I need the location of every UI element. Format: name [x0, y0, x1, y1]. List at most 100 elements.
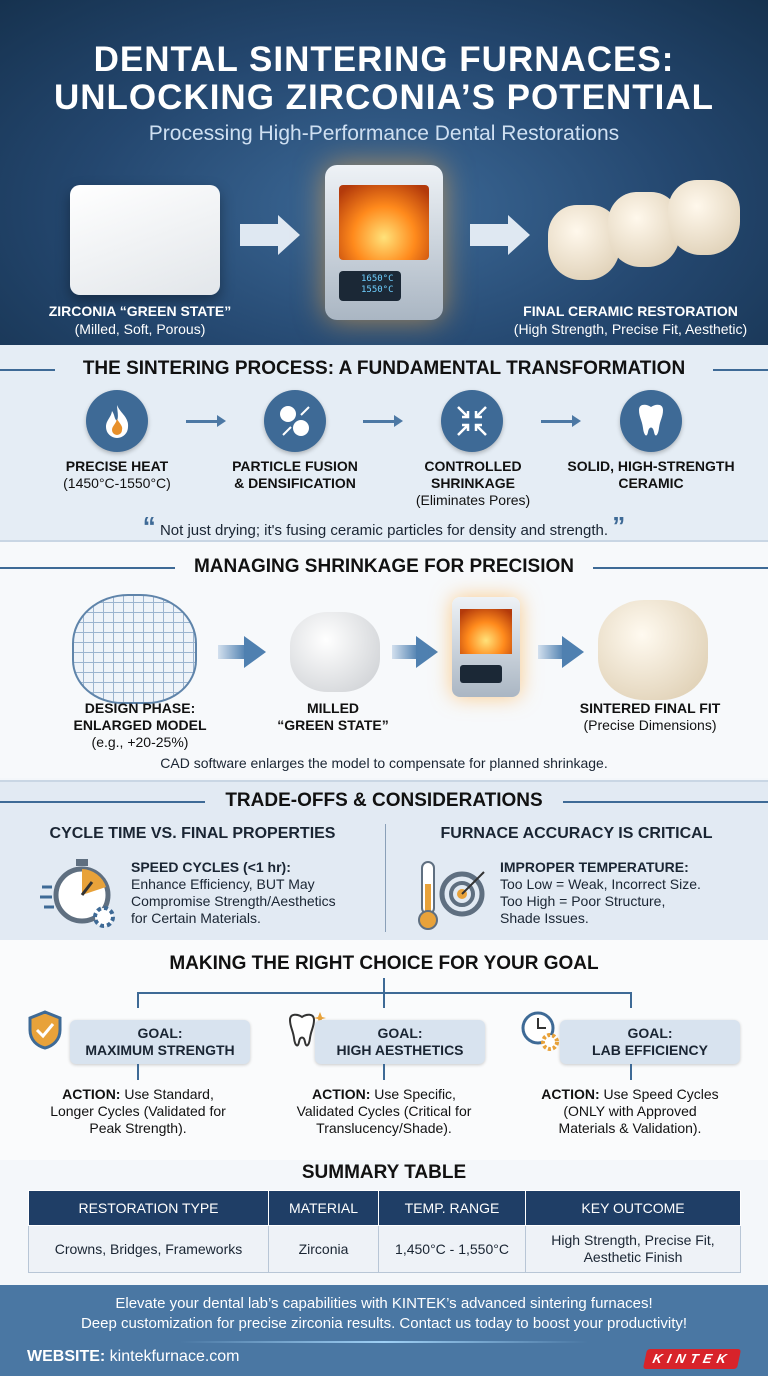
cell-restoration-type: Crowns, Bridges, Frameworks [28, 1225, 269, 1273]
step-solid-l1: SOLID, HIGH-STRENGTH [567, 458, 735, 474]
shrinkage-caption: CAD software enlarges the model to compe… [160, 755, 608, 771]
website[interactable]: WEBSITE: kintekfurnace.com [27, 1348, 240, 1366]
speed-cycles-title: SPEED CYCLES (<1 hr): [131, 859, 291, 875]
arrow-icon [541, 415, 581, 427]
kintek-logo: KINTEK [642, 1349, 742, 1369]
green-state-sub: (Milled, Soft, Porous) [74, 321, 206, 337]
particles-icon [264, 390, 326, 452]
arrow-icon [508, 215, 530, 255]
step-shrink-note: (Eliminates Pores) [415, 492, 531, 508]
sparkle-tooth-icon [286, 1010, 326, 1054]
step-fusion-l1: PARTICLE FUSION [232, 458, 358, 474]
footer-line2: Deep customization for precise zirconia … [80, 1315, 688, 1332]
action-label: ACTION: [541, 1086, 600, 1102]
choice-section: MAKING THE RIGHT CHOICE FOR YOUR GOAL GO… [0, 940, 768, 1160]
display-temp-1: 1650°C [361, 274, 394, 284]
thermometer-target-icon [410, 860, 490, 932]
footer-line1: Elevate your dental lab’s capabilities w… [115, 1295, 653, 1312]
text-line: Too Low = Weak, Incorrect Size. [500, 876, 701, 892]
step-fusion-l2: & DENSIFICATION [234, 475, 356, 491]
col-restoration-type: RESTORATION TYPE [28, 1190, 269, 1226]
step-shrink-l2: SHRINKAGE [430, 475, 515, 491]
arrow-icon [416, 636, 438, 668]
action-text: Use Speed Cycles [603, 1086, 719, 1102]
quote: “ Not just drying; it's fusing ceramic p… [142, 511, 626, 541]
action-text: Translucency/Shade). [316, 1120, 452, 1136]
choice-heading: MAKING THE RIGHT CHOICE FOR YOUR GOAL [169, 953, 599, 974]
summary-heading: SUMMARY TABLE [301, 1162, 467, 1183]
shrinkage-section: MANAGING SHRINKAGE FOR PRECISION DESIGN … [0, 540, 768, 778]
cell-temp-range: 1,450°C - 1,550°C [378, 1225, 526, 1273]
action-text: Use Specific, [374, 1086, 456, 1102]
header-banner: DENTAL SINTERING FURNACES: UNLOCKING ZIR… [0, 0, 768, 345]
green-state-label: ZIRCONIA “GREEN STATE” [48, 303, 232, 319]
goal-strength-title: MAXIMUM STRENGTH [85, 1042, 235, 1058]
sintering-heading: THE SINTERING PROCESS: A FUNDAMENTAL TRA… [82, 358, 686, 379]
design-phase-l2: ENLARGED MODEL [73, 717, 207, 733]
flame-icon [86, 390, 148, 452]
furnace-image [452, 597, 520, 697]
design-phase-l1: DESIGN PHASE: [84, 700, 196, 716]
text-line: Shade Issues. [500, 910, 589, 926]
furnace-accuracy-title: FURNACE ACCURACY IS CRITICAL [440, 825, 713, 842]
clock-gear-icon [520, 1010, 560, 1052]
action-label: ACTION: [62, 1086, 121, 1102]
text-line: Enhance Efficiency, BUT May [131, 876, 315, 892]
table-row: Crowns, Bridges, Frameworks Zirconia 1,4… [28, 1225, 741, 1273]
col-key-outcome: KEY OUTCOME [525, 1190, 741, 1226]
action-text: (ONLY with Approved [563, 1103, 697, 1119]
shield-check-icon [27, 1010, 63, 1050]
title-line1: DENTAL SINTERING FURNACES: [93, 40, 675, 79]
action-text: Materials & Validation). [558, 1120, 702, 1136]
stopwatch-gear-icon [40, 857, 120, 932]
website-label: WEBSITE: [27, 1348, 106, 1365]
flame-icon [460, 609, 512, 654]
step-heat-title: PRECISE HEAT [65, 458, 169, 474]
text-line: for Certain Materials. [131, 910, 261, 926]
goal-efficiency-label: GOAL: [627, 1025, 673, 1041]
improper-temp-text: IMPROPER TEMPERATURE:Too Low = Weak, Inc… [500, 859, 701, 927]
website-link[interactable]: kintekfurnace.com [109, 1348, 240, 1365]
action-text: Longer Cycles (Validated for [50, 1103, 226, 1119]
milled-l1: MILLED [306, 700, 360, 716]
action-text: Peak Strength). [89, 1120, 187, 1136]
text-line: Compromise Strength/Aesthetics [131, 893, 336, 909]
goal-strength-label: GOAL: [137, 1025, 183, 1041]
step-solid-l2: CERAMIC [618, 475, 684, 491]
logo-text: KINTEK [651, 1351, 733, 1366]
step-shrink-l1: CONTROLLED [424, 458, 522, 474]
wireframe-crown-image [72, 594, 197, 704]
zirconia-block-image [70, 185, 220, 295]
sintering-section: THE SINTERING PROCESS: A FUNDAMENTAL TRA… [0, 345, 768, 541]
flame-icon [339, 185, 429, 260]
tooth-icon [620, 390, 682, 452]
cycle-time-title: CYCLE TIME VS. FINAL PROPERTIES [49, 825, 336, 842]
shrinkage-heading: MANAGING SHRINKAGE FOR PRECISION [193, 556, 575, 577]
table-header-row: RESTORATION TYPE MATERIAL TEMP. RANGE KE… [28, 1190, 741, 1226]
summary-table: RESTORATION TYPE MATERIAL TEMP. RANGE KE… [28, 1190, 741, 1273]
display-temp-2: 1550°C [361, 285, 394, 295]
speed-cycles-text: SPEED CYCLES (<1 hr):Enhance Efficiency,… [131, 859, 336, 927]
text-line: Too High = Poor Structure, [500, 893, 666, 909]
improper-temp-title: IMPROPER TEMPERATURE: [500, 859, 689, 875]
action-label: ACTION: [312, 1086, 371, 1102]
step-heat-range: (1450°C-1550°C) [63, 475, 171, 491]
col-temp-range: TEMP. RANGE [378, 1190, 526, 1226]
action-text: Use Standard, [124, 1086, 214, 1102]
design-phase-note: (e.g., +20-25%) [91, 734, 189, 750]
arrow-icon [363, 415, 403, 427]
tradeoffs-section: TRADE-OFFS & CONSIDERATIONS CYCLE TIME V… [0, 780, 768, 940]
cell-key-outcome: High Strength, Precise Fit, Aesthetic Fi… [525, 1225, 741, 1273]
milled-crown-image [290, 612, 380, 692]
compress-arrows-icon [441, 390, 503, 452]
tradeoffs-heading: TRADE-OFFS & CONSIDERATIONS [225, 790, 543, 811]
arrow-icon [278, 215, 300, 255]
quote-text: Not just drying; it's fusing ceramic par… [159, 522, 609, 539]
cell-material: Zirconia [268, 1225, 379, 1273]
goal-aesthetics-title: HIGH AESTHETICS [336, 1042, 464, 1058]
sintered-l1: SINTERED FINAL FIT [579, 700, 721, 716]
arrow-icon [562, 636, 584, 668]
sintered-l2: (Precise Dimensions) [583, 717, 717, 733]
